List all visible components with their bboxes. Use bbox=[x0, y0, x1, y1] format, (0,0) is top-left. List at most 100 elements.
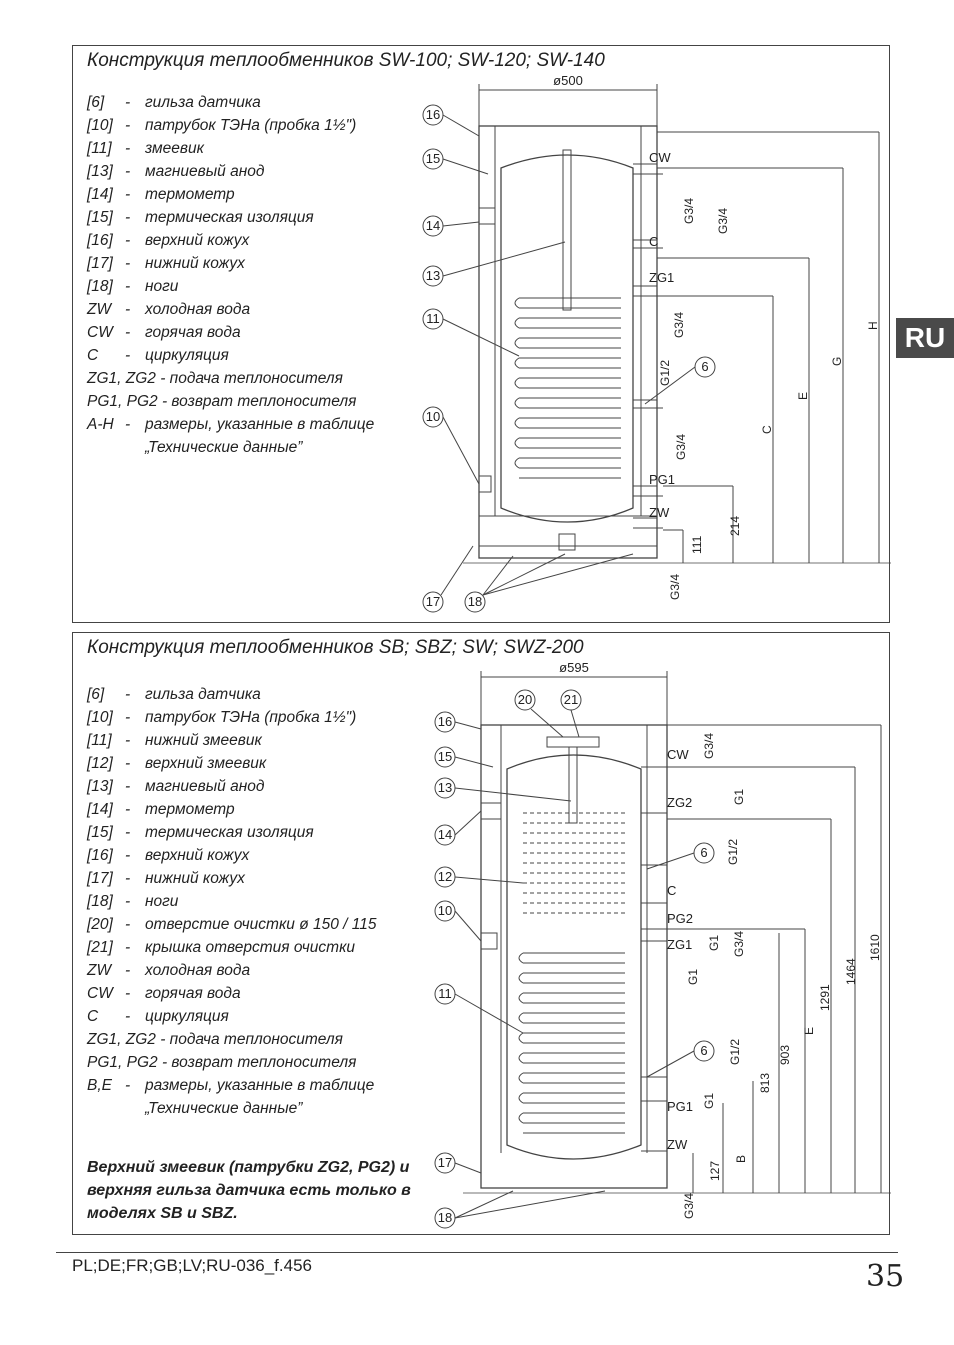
legend-dash: - bbox=[125, 755, 131, 772]
legend-dash: - bbox=[125, 824, 131, 841]
callout-number: 6 bbox=[700, 845, 707, 860]
diameter-label: ø595 bbox=[559, 660, 589, 675]
legend-key: [10] bbox=[87, 709, 113, 726]
legend-text: „Технические данные” bbox=[145, 1100, 303, 1117]
legend-dash: - bbox=[125, 962, 131, 979]
legend-key: C bbox=[87, 347, 99, 364]
dimension-label: 903 bbox=[778, 1045, 792, 1065]
legend-text: отверстие очистки ø 150 / 115 bbox=[145, 916, 377, 933]
legend-dash: - bbox=[125, 301, 131, 318]
legend-text: PG1, PG2 - возврат теплоносителя bbox=[87, 393, 357, 410]
legend-text: патрубок ТЭНа (пробка 1½") bbox=[145, 117, 357, 134]
legend-key: [15] bbox=[87, 209, 113, 226]
legend-text: ноги bbox=[145, 278, 179, 295]
legend-dash: - bbox=[125, 255, 131, 272]
legend-dash: - bbox=[125, 278, 131, 295]
legend-text: ZG1, ZG2 - подача теплоносителя bbox=[87, 1031, 343, 1048]
anode-rod bbox=[568, 746, 578, 824]
callout-number: 6 bbox=[700, 1043, 707, 1058]
legend-text: горячая вода bbox=[145, 985, 241, 1002]
legend-dash: - bbox=[125, 209, 131, 226]
thread-size-label: G1/2 bbox=[728, 1039, 742, 1065]
tank-shell bbox=[506, 754, 642, 1160]
dimension-label: C bbox=[760, 425, 774, 434]
panel-title: Конструкция теплообменников SW-100; SW-1… bbox=[87, 50, 605, 71]
callout-number: 10 bbox=[438, 903, 452, 918]
legend-text: горячая вода bbox=[145, 324, 241, 341]
legend-text: змеевик bbox=[145, 140, 204, 157]
legend-dash: - bbox=[125, 732, 131, 749]
legend-key: [20] bbox=[87, 916, 113, 933]
legend-key: [6] bbox=[87, 686, 105, 703]
thread-size-label: G3/4 bbox=[702, 733, 716, 759]
legend-text: циркуляция bbox=[145, 1008, 229, 1025]
dimension-label: G bbox=[830, 357, 844, 366]
legend-dash: - bbox=[125, 416, 131, 433]
legend-key: ZW bbox=[87, 301, 112, 318]
callout-number: 6 bbox=[701, 359, 708, 374]
legend-text: „Технические данные” bbox=[145, 439, 303, 456]
callout-number: 15 bbox=[438, 749, 452, 764]
thread-size-label: G1 bbox=[732, 789, 746, 805]
legend-key: B,E bbox=[87, 1077, 112, 1094]
legend-dash: - bbox=[125, 847, 131, 864]
thread-size-label: G3/4 bbox=[668, 574, 682, 600]
legend-text: циркуляция bbox=[145, 347, 229, 364]
callout-number: 14 bbox=[426, 218, 440, 233]
legend-dash: - bbox=[125, 1077, 131, 1094]
legend-text: магниевый анод bbox=[145, 163, 265, 180]
legend-key: [17] bbox=[87, 870, 113, 887]
thread-size-label: G1/2 bbox=[658, 360, 672, 386]
document-code: PL;DE;FR;GB;LV;RU-036_f.456 bbox=[72, 1256, 312, 1275]
legend-dash: - bbox=[125, 140, 131, 157]
legend-text: гильза датчика bbox=[145, 686, 261, 703]
legend-dash: - bbox=[125, 324, 131, 341]
panel-sb-sbz-sw-swz-200: Конструкция теплообменников SB; SBZ; SW;… bbox=[72, 632, 891, 1235]
lower-coil bbox=[518, 952, 625, 1134]
dimension-label: E bbox=[802, 1027, 816, 1035]
dimension-label: B bbox=[734, 1155, 748, 1163]
thread-size-label: G1/2 bbox=[726, 839, 740, 865]
legend-text: крышка отверстия очистки bbox=[145, 939, 356, 956]
legend-text: патрубок ТЭНа (пробка 1½") bbox=[145, 709, 357, 726]
thread-size-label: G1 bbox=[702, 1093, 716, 1109]
model-note: Верхний змеевик (патрубки ZG2, PG2) и ве… bbox=[87, 1159, 411, 1222]
callout-number: 18 bbox=[468, 594, 482, 609]
thread-size-label: G1 bbox=[686, 969, 700, 985]
dimension-label: 1610 bbox=[868, 934, 882, 961]
callout-number: 13 bbox=[438, 780, 452, 795]
legend-key: [18] bbox=[87, 278, 113, 295]
legend-dash: - bbox=[125, 1008, 131, 1025]
legend-key: [12] bbox=[87, 755, 113, 772]
legend-dash: - bbox=[125, 686, 131, 703]
connection-label: C bbox=[667, 883, 676, 898]
legend-text: термическая изоляция bbox=[145, 209, 314, 226]
thread-size-label: G3/4 bbox=[672, 312, 686, 338]
legend-dash: - bbox=[125, 117, 131, 134]
legend-dash: - bbox=[125, 870, 131, 887]
legend-dash: - bbox=[125, 778, 131, 795]
legend-key: [13] bbox=[87, 163, 113, 180]
legend-key: CW bbox=[87, 985, 113, 1002]
page-number: 35 bbox=[866, 1259, 905, 1294]
dimension-label: H bbox=[866, 321, 880, 330]
connection-label: ZG2 bbox=[667, 795, 692, 810]
callout-number: 16 bbox=[426, 107, 440, 122]
dimension-label: 1464 bbox=[844, 958, 858, 985]
legend-key: [6] bbox=[87, 94, 105, 111]
callout-number: 17 bbox=[426, 594, 440, 609]
legend-key: [14] bbox=[87, 186, 113, 203]
dimension-label: 1291 bbox=[818, 984, 832, 1011]
legend-dash: - bbox=[125, 985, 131, 1002]
legend-text: верхний кожух bbox=[145, 232, 250, 249]
thread-size-label: G3/4 bbox=[682, 198, 696, 224]
connection-label: CW bbox=[649, 150, 671, 165]
connection-label: ZG1 bbox=[667, 937, 692, 952]
legend-key: [15] bbox=[87, 824, 113, 841]
callout-number: 11 bbox=[438, 986, 452, 1001]
callout-number: 16 bbox=[438, 714, 452, 729]
callout-number: 21 bbox=[564, 692, 578, 707]
connection-label: PG2 bbox=[667, 911, 693, 926]
heating-coil bbox=[514, 297, 621, 479]
